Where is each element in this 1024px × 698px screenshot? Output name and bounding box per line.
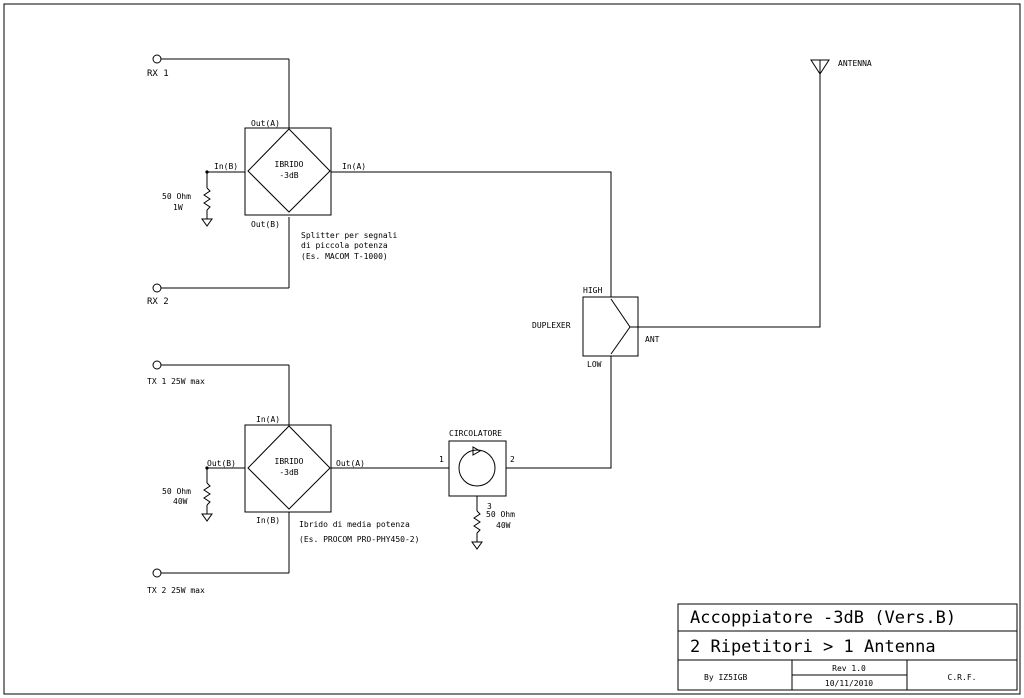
rx-hybrid-out-a: Out(A): [251, 119, 280, 128]
tx2-port: [152, 568, 162, 578]
circ-term-resistor: [473, 510, 481, 534]
tx-hybrid-out-b: Out(B): [207, 459, 236, 468]
circulator-port1: 1: [439, 455, 444, 464]
sheet-border: [3, 3, 1021, 695]
rx-note-1: Splitter per segnali: [301, 231, 398, 240]
tx-term-value: 50 Ohm: [162, 487, 191, 496]
rx-hybrid-in-a: In(A): [342, 162, 366, 171]
tx1-port: [152, 360, 162, 370]
tx1-label: TX 1 25W max: [147, 377, 205, 386]
rx-hybrid-diamond: [247, 128, 331, 213]
circulator-arrow-icon: [472, 446, 482, 456]
tx-hybrid-in-a: In(A): [256, 415, 280, 424]
title-block-rev: Rev 1.0: [832, 664, 866, 673]
circulator-title: CIRCOLATORE: [449, 429, 502, 438]
rx-hybrid-value: -3dB: [279, 171, 298, 180]
duplexer-symbol: [610, 298, 631, 355]
circulator-port3: 3: [487, 502, 492, 511]
tx2-label: TX 2 25W max: [147, 586, 205, 595]
rx-hybrid-out-b: Out(B): [251, 220, 280, 229]
circulator-ring: [458, 449, 496, 487]
rx-term-ground-icon: [201, 218, 213, 227]
tx-note-2: (Es. PROCOM PRO-PHY450-2): [299, 535, 419, 544]
tx-term-power: 40W: [173, 497, 188, 506]
tx-hybrid-out-a: Out(A): [336, 459, 365, 468]
title-block-author: By IZ5IGB: [704, 673, 748, 682]
title-block-subtitle: 2 Ripetitori > 1 Antenna: [690, 637, 936, 657]
circ-term-value: 50 Ohm: [486, 510, 515, 519]
duplexer-high: HIGH: [583, 286, 602, 295]
rx-term-value: 50 Ohm: [162, 192, 191, 201]
duplexer-section: HIGH LOW DUPLEXER ANT ANTENNA: [506, 59, 872, 469]
title-block-title: Accoppiatore -3dB (Vers.B): [690, 608, 956, 628]
circulator-port2: 2: [510, 455, 515, 464]
rx-term-power: 1W: [173, 203, 183, 212]
rx-hybrid-in-b: In(B): [214, 162, 238, 171]
rx-term-resistor: [203, 187, 211, 211]
tx-note-1: Ibrido di media potenza: [299, 520, 410, 529]
title-block-org: C.R.F.: [948, 673, 977, 682]
title-block: Accoppiatore -3dB (Vers.B) 2 Ripetitori …: [677, 603, 1018, 691]
rx2-label: RX 2: [147, 297, 169, 307]
tx-hybrid-name: IBRIDO: [275, 457, 304, 466]
duplexer-low: LOW: [587, 360, 602, 369]
rx1-port: [152, 54, 162, 64]
duplexer-ant: ANT: [645, 335, 660, 344]
tx-term-ground-icon: [201, 513, 213, 522]
tx-hybrid-diamond: [247, 425, 331, 510]
tx-term-resistor: [203, 482, 211, 506]
rx-note-2: di piccola potenza: [301, 241, 388, 250]
rx1-label: RX 1: [147, 69, 169, 79]
duplexer-title: DUPLEXER: [532, 321, 571, 330]
antenna-label: ANTENNA: [838, 59, 872, 68]
tx-hybrid-in-b: In(B): [256, 516, 280, 525]
circ-term-ground-icon: [471, 541, 483, 550]
rx2-port: [152, 283, 162, 293]
tx-hybrid-value: -3dB: [279, 468, 298, 477]
circ-term-power: 40W: [496, 521, 511, 530]
title-block-date: 10/11/2010: [825, 679, 873, 688]
rx-note-3: (Es. MACOM T-1000): [301, 252, 388, 261]
tx-section: TX 1 25W max TX 2 25W max IBRIDO -3dB In…: [147, 360, 449, 595]
rx-section: RX 1 RX 2 IBRIDO -3dB Out(A) Out(B) In(A…: [147, 54, 612, 307]
rx-hybrid-name: IBRIDO: [275, 160, 304, 169]
circulator-section: CIRCOLATORE 1 2 3 50 Ohm 40W: [439, 429, 515, 550]
